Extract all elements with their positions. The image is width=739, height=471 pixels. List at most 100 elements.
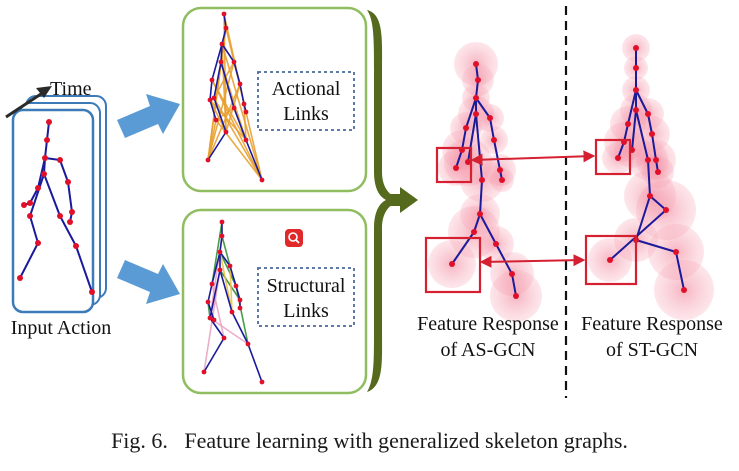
time-arrow <box>5 86 52 119</box>
structural-skeleton <box>201 219 265 385</box>
skeleton-joint <box>219 233 225 239</box>
skeleton-joint <box>27 213 33 219</box>
skeleton-joint <box>201 369 207 375</box>
structural-links-panel: Structural Links <box>181 208 368 395</box>
skeleton-bone <box>235 285 241 301</box>
skeleton-joint <box>21 202 27 208</box>
skeleton-joint <box>499 177 505 183</box>
structural-link <box>219 251 233 313</box>
skeleton-bone <box>29 173 45 217</box>
skeleton-joint <box>209 77 215 83</box>
figure-caption-text: Feature learning with generalized skelet… <box>184 428 628 453</box>
skeleton-bone <box>233 61 241 85</box>
skeleton-joint <box>57 157 63 163</box>
skeleton-joint <box>477 211 483 217</box>
arrow-to-actional <box>117 94 180 138</box>
brace-arrow <box>390 187 418 213</box>
skeleton-joint <box>655 169 661 175</box>
skeleton-joint <box>67 219 73 225</box>
actional-label-line2: Links <box>283 103 329 125</box>
actional-link <box>207 61 235 161</box>
structural-link <box>211 221 223 285</box>
skeleton-bone <box>647 159 651 197</box>
actional-link <box>221 43 263 181</box>
skeleton-bone <box>219 251 231 267</box>
skeleton-joint <box>207 315 213 321</box>
skeleton-joint <box>209 281 215 287</box>
skeleton-joint <box>681 287 687 293</box>
skeleton-joint <box>42 155 48 161</box>
structural-link <box>211 283 225 339</box>
skeleton-joint <box>218 59 224 65</box>
skeleton-bone <box>229 265 237 287</box>
skeleton-joint <box>473 95 479 101</box>
skeleton-bone <box>203 337 225 373</box>
skeleton-joint <box>35 185 41 191</box>
actional-link <box>209 99 247 141</box>
skeleton-joint <box>243 137 249 143</box>
skeleton-joint <box>663 207 669 213</box>
skeleton-joint <box>245 341 251 347</box>
skeleton-bone <box>207 283 213 303</box>
skeleton-bone <box>233 107 247 141</box>
skeleton-bone <box>46 121 50 141</box>
skeleton-joint <box>475 77 481 83</box>
skeleton-joint <box>259 177 265 183</box>
arrow-to-structural <box>117 260 180 304</box>
skeleton-bone <box>675 251 685 291</box>
skeleton-joint <box>473 61 479 67</box>
skeleton-joint <box>237 81 243 87</box>
merge-brace <box>367 10 402 392</box>
figure-number: Fig. 6. <box>111 428 168 453</box>
skeleton-joint <box>653 157 659 163</box>
compare-arrow-hands <box>470 150 596 166</box>
skeleton-joint <box>221 335 227 341</box>
skeleton-joint <box>237 297 243 303</box>
skeleton-joint <box>227 263 233 269</box>
skeleton-bone <box>635 239 677 253</box>
skeleton-joint <box>625 121 631 127</box>
skeleton-joint <box>44 137 50 143</box>
input-action-panel: Time Input Action <box>5 78 111 339</box>
actional-link <box>243 103 247 141</box>
input-skeleton <box>17 119 95 295</box>
skeleton-joint <box>46 119 52 125</box>
skeleton-joint <box>41 171 47 177</box>
skeleton-joint <box>35 240 41 246</box>
skeleton-joint <box>473 111 479 117</box>
magnifier-icon[interactable] <box>285 229 303 247</box>
skeleton-joint <box>237 305 243 311</box>
skeleton-joint <box>615 155 621 161</box>
skeleton-bone <box>647 113 653 135</box>
skeleton-joint <box>479 177 485 183</box>
skeleton-bone <box>213 61 222 99</box>
skeleton-joint <box>221 11 227 17</box>
skeleton-bone <box>59 215 77 247</box>
skeleton-joint <box>465 159 471 165</box>
skeleton-bone <box>649 195 667 211</box>
skeleton-joint <box>205 157 211 163</box>
skeleton-joint <box>673 249 679 255</box>
skeleton-bone <box>219 235 223 253</box>
structural-link <box>219 251 237 287</box>
skeleton-bone <box>44 139 48 159</box>
skeleton-joint <box>633 45 639 51</box>
structural-label-box <box>257 267 355 327</box>
skeleton-bone <box>19 242 39 279</box>
skeleton-bone <box>209 99 217 121</box>
skeleton-bone <box>211 251 221 285</box>
skeleton-bone <box>219 269 233 313</box>
skeleton-joint <box>27 200 33 206</box>
skeleton-bone <box>467 113 477 163</box>
skeleton-bone <box>631 109 637 151</box>
skeleton-bone <box>475 97 491 119</box>
skeleton-bone <box>461 127 467 151</box>
figure-caption: Fig. 6. Feature learning with generalize… <box>0 428 739 454</box>
actional-link <box>211 79 263 181</box>
as-gcn-label-line2: of AS-GCN <box>440 339 535 361</box>
skeleton-joint <box>17 275 23 281</box>
skeleton-bone <box>221 43 235 63</box>
st-gcn-response: Feature Response of ST-GCN <box>581 34 723 361</box>
skeleton-bone <box>511 273 517 297</box>
skeleton-bone <box>247 343 263 383</box>
